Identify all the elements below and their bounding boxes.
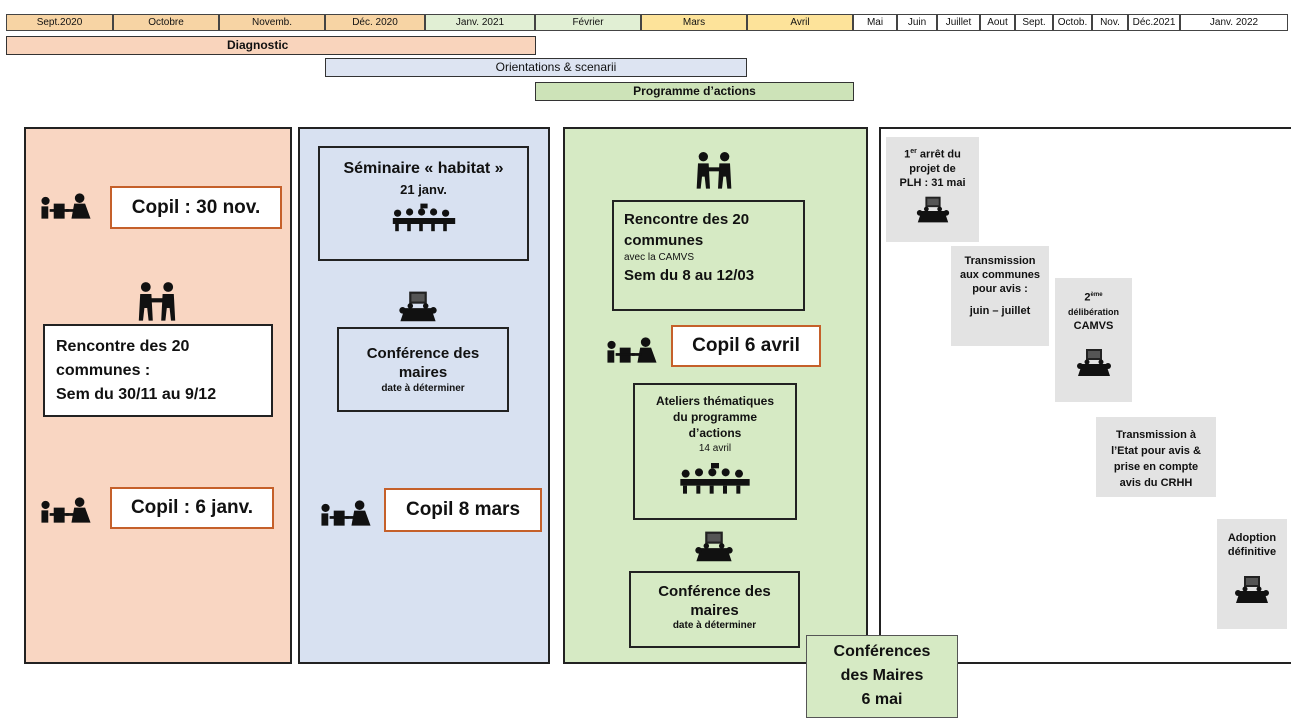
deliberation-line: délibération (1067, 306, 1119, 317)
month-cell: Novemb. (219, 14, 325, 31)
transmission-line: Transmission (964, 255, 1036, 267)
conference-icon (695, 531, 733, 562)
month-cell: Mai (853, 14, 897, 31)
meeting-icon (321, 500, 371, 526)
month-cell: Aout (980, 14, 1015, 31)
rencontre-communes-1: Rencontre des 20 communes : Sem du 30/11… (43, 324, 273, 417)
adoption-line: Adoption (1227, 532, 1277, 544)
month-cell: Sept. (1015, 14, 1053, 31)
month-cell: Nov. (1092, 14, 1128, 31)
ateliers-line: d’actions (688, 426, 742, 440)
deliberation-line: 2ème (1084, 291, 1103, 304)
seminaire-title: Séminaire « habitat » (343, 160, 504, 177)
conferences-line: Conférences (833, 643, 931, 660)
rencontre-sub: avec la CAMVS (624, 252, 695, 263)
handshake-icon (696, 152, 732, 189)
seminaire-habitat: Séminaire « habitat » 21 janv. (318, 146, 529, 261)
month-cell: Avril (747, 14, 853, 31)
meeting-icon (607, 337, 657, 363)
copil-6-avril: Copil 6 avril (671, 325, 821, 367)
ateliers-thematiques: Ateliers thématiques du programme d’acti… (633, 383, 797, 520)
transmission-line: aux communes (959, 269, 1041, 281)
arret-line: PLH : 31 mai (899, 176, 966, 189)
conference-line: maires (690, 602, 739, 619)
conference-icon (1076, 348, 1111, 376)
conference-icon (916, 196, 949, 223)
copil-8-mars: Copil 8 mars (384, 488, 542, 532)
seminar-icon (680, 463, 750, 494)
ateliers-line: Ateliers thématiques (655, 394, 775, 408)
phase-programme: Programme d’actions (535, 82, 854, 101)
month-cell: Février (535, 14, 641, 31)
phase-diagnostic: Diagnostic (6, 36, 536, 55)
deliberation-line: CAMVS (1073, 319, 1114, 332)
etat-line: avis du CRHH (1119, 477, 1193, 489)
rencontre-communes-2: Rencontre des 20 communes avec la CAMVS … (612, 200, 805, 311)
meeting-icon (41, 497, 91, 523)
conference-line: maires (398, 364, 448, 381)
handshake-icon (138, 282, 176, 321)
rencontre-line: Sem du 8 au 12/03 (624, 267, 755, 284)
copil-30-nov: Copil : 30 nov. (110, 186, 282, 229)
rencontre-line: Sem du 30/11 au 9/12 (56, 386, 217, 403)
adoption-line: définitive (1227, 546, 1277, 558)
meeting-icon (41, 193, 91, 219)
rencontre-line: communes (624, 232, 704, 249)
arret-line: projet de (909, 162, 956, 175)
seminar-icon (392, 203, 455, 232)
conference-maires-1: Conférence des maires date à déterminer (337, 327, 509, 412)
conference-icon (1235, 576, 1269, 603)
ateliers-line: du programme (672, 410, 757, 424)
transmission-communes: Transmission aux communes pour avis : ju… (951, 246, 1049, 346)
transmission-etat: Transmission à l’Etat pour avis & prise … (1096, 417, 1216, 497)
etat-line: Transmission à (1115, 429, 1197, 441)
rencontre-line: communes : (56, 362, 151, 379)
month-cell: Octobre (113, 14, 219, 31)
adoption-definitive: Adoption définitive (1217, 519, 1287, 629)
etat-line: prise en compte (1113, 461, 1199, 473)
conference-line: Conférence des (658, 583, 771, 600)
phase-orientations: Orientations & scenarii (325, 58, 747, 77)
transmission-line: juin – juillet (969, 305, 1031, 317)
month-cell: Déc.2021 (1128, 14, 1180, 31)
conference-icon (399, 291, 437, 322)
month-cell: Juillet (937, 14, 980, 31)
transmission-line: pour avis : (972, 283, 1028, 295)
copil-6-janv: Copil : 6 janv. (110, 487, 274, 529)
arret-line: 1er arrêt du (904, 148, 961, 161)
conferences-line: des Maires (840, 667, 924, 684)
conferences-line: 6 mai (861, 691, 903, 708)
conference-maires-2: Conférence des maires date à déterminer (629, 571, 800, 648)
deliberation-camvs: 2ème délibération CAMVS (1055, 278, 1132, 402)
ateliers-date: 14 avril (698, 443, 732, 454)
conference-date: date à déterminer (381, 383, 465, 394)
month-cell: Octob. (1053, 14, 1092, 31)
month-cell: Sept.2020 (6, 14, 113, 31)
month-cell: Mars (641, 14, 747, 31)
rencontre-line: Rencontre des 20 (624, 211, 750, 228)
month-cell: Déc. 2020 (325, 14, 425, 31)
conference-line: Conférence des (366, 345, 480, 362)
conference-date: date à déterminer (672, 620, 757, 631)
arret-projet: 1er arrêt du projet de PLH : 31 mai (886, 137, 979, 242)
conferences-maires-6-mai: Conférences des Maires 6 mai (806, 635, 958, 718)
month-cell: Janv. 2022 (1180, 14, 1288, 31)
seminaire-date: 21 janv. (400, 182, 447, 197)
rencontre-line: Rencontre des 20 (56, 338, 190, 355)
month-cell: Janv. 2021 (425, 14, 535, 31)
month-cell: Juin (897, 14, 937, 31)
etat-line: l’Etat pour avis & (1111, 445, 1201, 457)
